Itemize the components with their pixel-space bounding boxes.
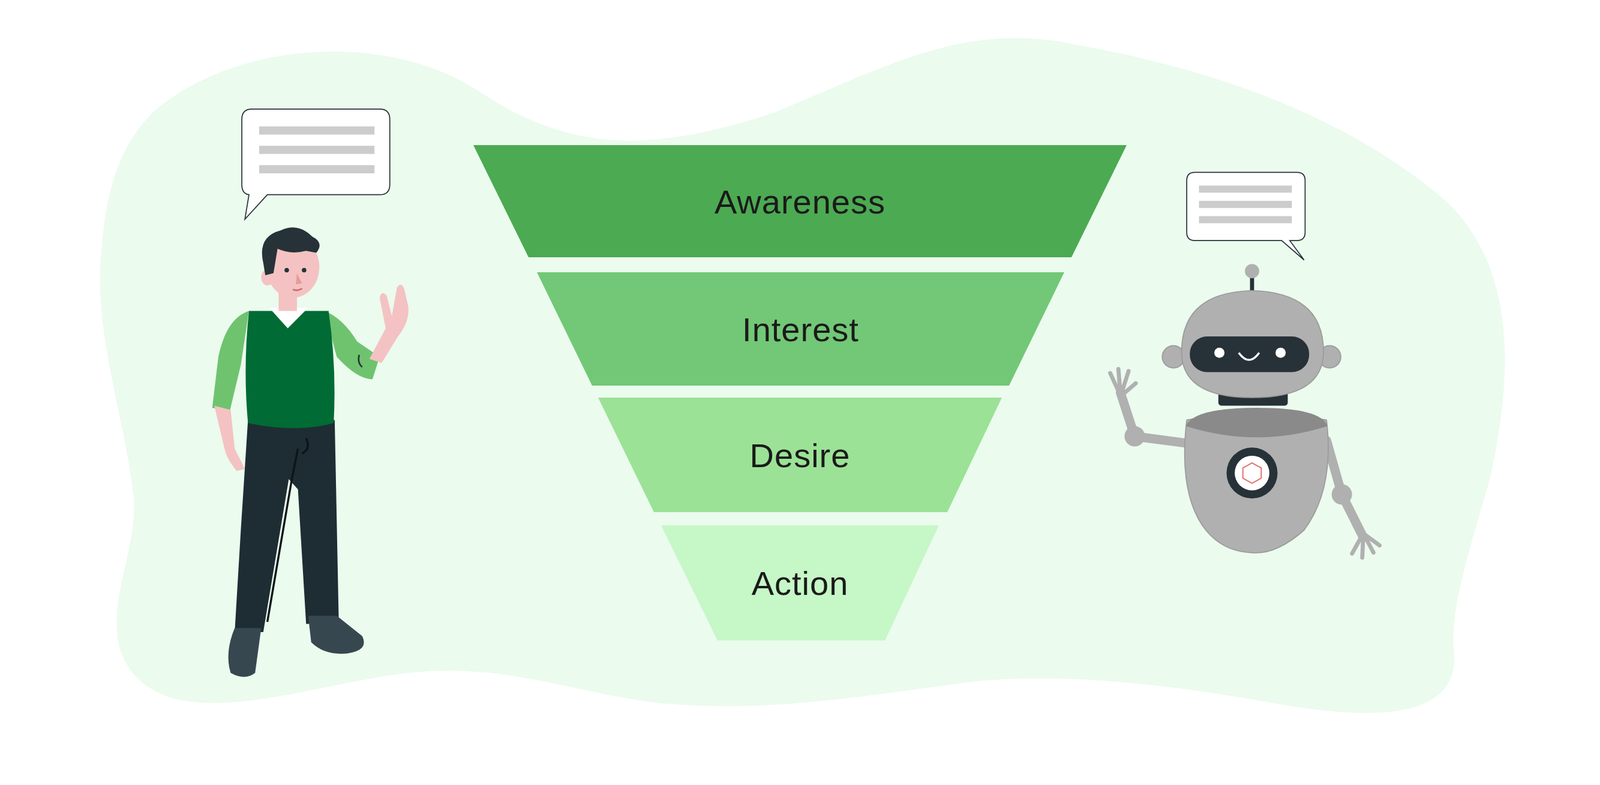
speech-bubble	[1186, 172, 1305, 260]
stage-label: Interest	[536, 309, 1065, 349]
band-fill	[598, 397, 1002, 513]
band-fill	[473, 145, 1127, 258]
band-fill	[661, 525, 939, 641]
stage-label: Action	[661, 563, 939, 603]
band-fill	[536, 272, 1065, 386]
stage-label: Awareness	[473, 181, 1127, 221]
funnel-band: Action	[661, 525, 939, 641]
funnel-band: Awareness	[473, 145, 1127, 258]
speech-bubble	[241, 109, 390, 220]
funnel-band: Desire	[598, 397, 1002, 513]
robot-figure	[1110, 263, 1380, 558]
background-blob	[100, 37, 1506, 713]
stage-label: Desire	[598, 435, 1002, 475]
funnel-band: Interest	[536, 272, 1065, 386]
man-figure	[212, 227, 409, 678]
